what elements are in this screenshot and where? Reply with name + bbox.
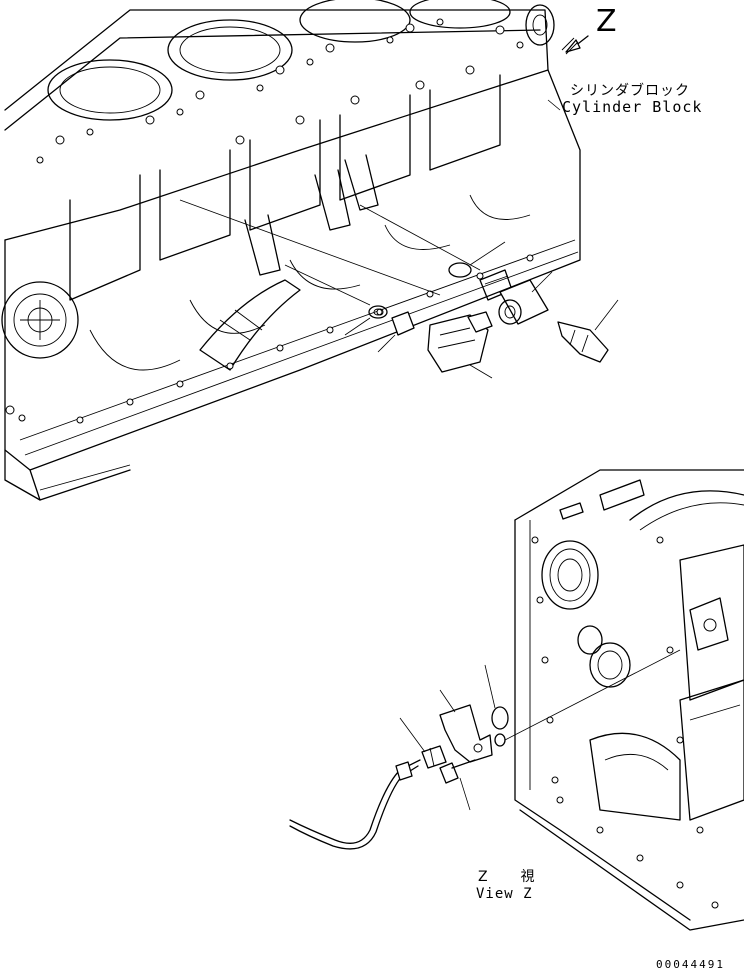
view-z-drawing (504, 469, 744, 931)
cylinder-block-label-jp: シリンダブロック (570, 83, 690, 99)
drawing-number: 00044491 (656, 958, 725, 971)
sensor-parts-upper (344, 241, 619, 379)
view-z-label-en: View Z (476, 886, 533, 902)
view-z-label-jp: Z 視 (478, 869, 543, 885)
cylinder-block-label-en: Cylinder Block (562, 98, 703, 116)
view-letter-label: Z (596, 4, 617, 39)
cylinder-block-drawing (1, 0, 581, 501)
view-direction-arrow-icon (561, 35, 589, 55)
sensor-parts-lower (289, 664, 509, 850)
